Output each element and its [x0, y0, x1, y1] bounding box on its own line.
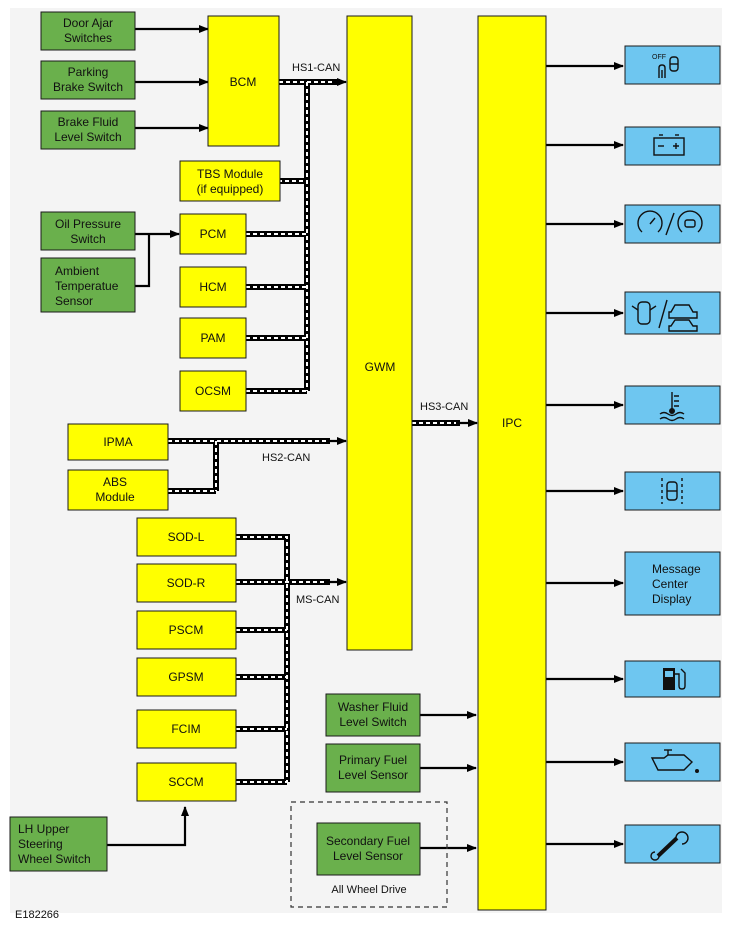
hs1-can-label: HS1-CAN	[292, 62, 340, 74]
battery-indicator	[624, 126, 721, 166]
hs2-can-label: HS2-CAN	[262, 452, 310, 464]
svg-text:Level Sensor: Level Sensor	[333, 849, 403, 863]
svg-text:GWM: GWM	[365, 360, 396, 374]
pcm-box: PCM	[179, 213, 247, 255]
parking-brake-switch-box: Parking Brake Switch	[40, 60, 136, 100]
svg-text:Switches: Switches	[64, 31, 112, 45]
svg-text:OFF: OFF	[652, 54, 666, 61]
speed-control-icon	[637, 210, 703, 236]
ocsm-box: OCSM	[179, 370, 247, 412]
gwm-box: GWM	[346, 15, 413, 651]
svg-text:Steering: Steering	[18, 837, 63, 851]
svg-text:SOD-R: SOD-R	[167, 576, 206, 590]
washer-fluid-level-switch-box: Washer Fluid Level Switch	[325, 693, 421, 737]
svg-text:BCM: BCM	[230, 75, 257, 89]
svg-text:Sensor: Sensor	[55, 294, 93, 308]
lh-upper-steering-wheel-switch-box: LH Upper Steering Wheel Switch	[9, 816, 108, 872]
speed-control-indicator	[624, 204, 721, 244]
battery-icon	[653, 134, 685, 156]
sod-r-box: SOD-R	[136, 563, 237, 603]
svg-text:IPMA: IPMA	[103, 435, 132, 449]
hs2-can-bus	[168, 437, 347, 494]
sod-l-box: SOD-L	[136, 517, 237, 557]
svg-text:PAM: PAM	[200, 331, 225, 345]
door-ajar-switches-box: Door Ajar Switches	[40, 11, 136, 51]
coolant-temperature-indicator	[624, 385, 721, 425]
svg-text:ABS: ABS	[103, 475, 127, 489]
pam-box: PAM	[179, 317, 247, 359]
svg-text:Display: Display	[652, 592, 691, 606]
sccm-box: SCCM	[136, 762, 237, 802]
svg-text:(if equipped): (if equipped)	[197, 182, 264, 196]
seatbelt-off-icon: OFF	[652, 54, 679, 78]
svg-text:Primary Fuel: Primary Fuel	[339, 753, 407, 767]
svg-text:Center: Center	[652, 577, 688, 591]
svg-text:HCM: HCM	[199, 280, 226, 294]
ipc-box: IPC	[477, 15, 547, 911]
svg-text:OCSM: OCSM	[195, 384, 231, 398]
service-indicator	[624, 824, 721, 864]
svg-text:SOD-L: SOD-L	[168, 530, 205, 544]
svg-text:Wheel Switch: Wheel Switch	[18, 852, 91, 866]
svg-text:Brake Fluid: Brake Fluid	[58, 115, 119, 129]
input-wires	[107, 25, 477, 852]
hcm-box: HCM	[179, 266, 247, 308]
ms-can-bus	[236, 534, 347, 785]
coolant-temperature-icon	[659, 392, 685, 422]
svg-text:Level Switch: Level Switch	[339, 715, 406, 729]
service-wrench-icon	[650, 831, 689, 861]
svg-text:SCCM: SCCM	[168, 775, 203, 789]
awd-group: Secondary Fuel Level Sensor All Wheel Dr…	[290, 801, 448, 908]
fuel-pump-icon	[663, 668, 686, 690]
ipma-box: IPMA	[67, 423, 169, 461]
bcm-box: BCM	[207, 15, 280, 147]
svg-text:Module: Module	[95, 490, 135, 504]
door-ajar-indicator	[624, 291, 721, 335]
fuel-indicator	[624, 660, 721, 698]
svg-text:LH Upper: LH Upper	[18, 822, 69, 836]
svg-text:Brake Switch: Brake Switch	[53, 80, 123, 94]
secondary-fuel-level-sensor-box	[316, 822, 421, 876]
ambient-temperature-sensor-box: Ambient Temperatue Sensor	[40, 257, 136, 313]
seatbelt-off-indicator: OFF	[624, 45, 721, 85]
svg-text:Switch: Switch	[70, 232, 105, 246]
svg-text:Message: Message	[652, 562, 701, 576]
svg-text:GPSM: GPSM	[168, 670, 203, 684]
svg-text:Washer Fluid: Washer Fluid	[338, 700, 408, 714]
ms-can-label: MS-CAN	[296, 594, 339, 606]
fcim-box: FCIM	[136, 709, 237, 749]
svg-text:TBS Module: TBS Module	[197, 167, 263, 181]
pscm-box: PSCM	[136, 610, 237, 650]
svg-text:Parking: Parking	[68, 65, 109, 79]
svg-text:Door Ajar: Door Ajar	[63, 16, 113, 30]
message-center-display-box: Message Center Display	[624, 551, 721, 616]
door-ajar-icon	[631, 299, 698, 332]
oil-pressure-indicator	[624, 742, 721, 782]
primary-fuel-level-sensor-box: Primary Fuel Level Sensor	[325, 743, 421, 793]
lane-keeping-icon	[661, 478, 683, 504]
awd-label: All Wheel Drive	[331, 884, 406, 896]
gpsm-box: GPSM	[136, 657, 237, 697]
svg-text:Oil Pressure: Oil Pressure	[55, 217, 121, 231]
hs3-can-label: HS3-CAN	[420, 401, 468, 413]
figure-id: E182266	[15, 909, 59, 921]
svg-text:Ambient: Ambient	[55, 264, 100, 278]
brake-fluid-level-switch-box: Brake Fluid Level Switch	[40, 110, 136, 150]
tbs-module-box: TBS Module (if equipped)	[179, 160, 281, 202]
svg-text:Secondary Fuel: Secondary Fuel	[326, 834, 410, 848]
svg-text:PSCM: PSCM	[169, 623, 204, 637]
abs-module-box: ABS Module	[67, 469, 169, 511]
svg-text:IPC: IPC	[502, 416, 522, 430]
output-wires	[546, 62, 624, 848]
svg-text:FCIM: FCIM	[171, 722, 200, 736]
svg-text:Level Sensor: Level Sensor	[338, 768, 408, 782]
svg-text:Temperatue: Temperatue	[55, 279, 119, 293]
oil-pressure-switch-box: Oil Pressure Switch	[40, 211, 136, 251]
svg-text:Level Switch: Level Switch	[54, 130, 121, 144]
lane-keeping-indicator	[624, 471, 721, 511]
svg-text:PCM: PCM	[200, 227, 227, 241]
oil-pressure-icon	[650, 749, 699, 773]
